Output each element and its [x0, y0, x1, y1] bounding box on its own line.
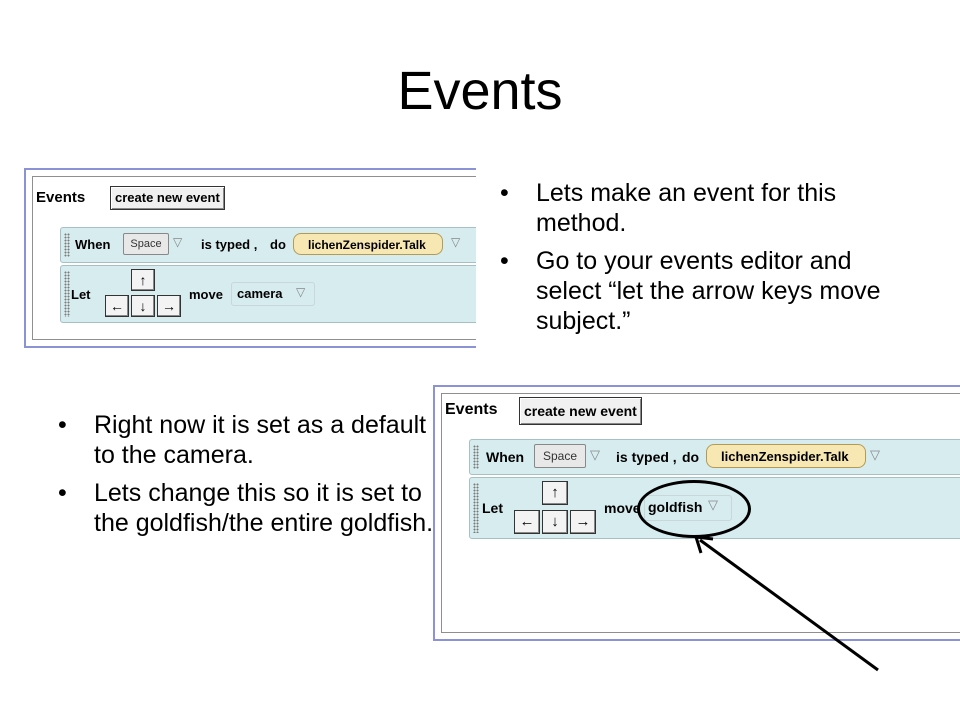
bullet-item: Lets change this so it is set to the gol… [58, 478, 438, 538]
arrow-down-key-icon[interactable]: ↓ [542, 510, 568, 534]
is-typed-label: is typed , [616, 449, 677, 465]
events-editor-before: Events create new event When Space ▽ is … [24, 168, 476, 348]
do-label: do [682, 449, 700, 465]
let-label: Let [71, 287, 91, 302]
subject-value[interactable]: camera [237, 286, 283, 301]
let-label: Let [482, 500, 503, 516]
create-new-event-button[interactable]: create new event [110, 186, 225, 210]
subject-dropdown-arrow-icon[interactable]: ▽ [296, 285, 306, 299]
drag-handle-grip[interactable] [64, 271, 70, 317]
method-tile[interactable]: lichenZenspider.Talk [293, 233, 443, 255]
bullet-item: Lets make an event for this method. [500, 178, 900, 238]
key-dropdown[interactable]: Space [534, 444, 586, 468]
when-key-typed-event[interactable]: When Space ▽ is typed , do lichenZenspid… [469, 439, 960, 475]
is-typed-label: is typed , [201, 237, 258, 252]
when-label: When [486, 449, 525, 465]
arrow-down-key-icon[interactable]: ↓ [131, 295, 155, 317]
highlight-circle [637, 480, 751, 538]
drag-handle-grip[interactable] [473, 483, 479, 533]
drag-handle-grip[interactable] [473, 445, 479, 469]
events-header: Events [445, 401, 498, 418]
key-dropdown-arrow-icon[interactable]: ▽ [173, 235, 183, 249]
drag-handle-grip[interactable] [64, 233, 70, 257]
method-dropdown-arrow-icon[interactable]: ▽ [870, 447, 880, 462]
bullet-item: Go to your events editor and select “let… [500, 246, 900, 336]
arrow-up-key-icon[interactable]: ↑ [542, 481, 568, 505]
bullet-item: Right now it is set as a default to the … [58, 410, 438, 470]
move-label: move [189, 287, 223, 302]
arrow-up-key-icon[interactable]: ↑ [131, 269, 155, 291]
method-tile[interactable]: lichenZenspider.Talk [706, 444, 866, 468]
key-dropdown-arrow-icon[interactable]: ▽ [590, 447, 600, 462]
do-label: do [270, 237, 286, 252]
bullet-list-right: Lets make an event for this method. Go t… [500, 178, 900, 344]
subject-dropdown[interactable] [231, 282, 315, 306]
arrow-left-key-icon[interactable]: ← [514, 510, 540, 534]
slide-title: Events [397, 61, 563, 121]
arrow-left-key-icon[interactable]: ← [105, 295, 129, 317]
create-new-event-button[interactable]: create new event [519, 397, 642, 425]
move-label: move [604, 500, 641, 516]
bullet-list-left: Right now it is set as a default to the … [58, 410, 438, 546]
arrow-right-key-icon[interactable]: → [570, 510, 596, 534]
arrow-right-key-icon[interactable]: → [157, 295, 181, 317]
when-key-typed-event[interactable]: When Space ▽ is typed , do lichenZenspid… [60, 227, 476, 263]
method-dropdown-arrow-icon[interactable]: ▽ [451, 235, 461, 249]
key-dropdown[interactable]: Space [123, 233, 169, 255]
events-header: Events [36, 189, 86, 206]
when-label: When [75, 237, 111, 252]
arrow-keys-move-event[interactable]: Let ↑ ← ↓ → move camera ▽ [60, 265, 476, 323]
